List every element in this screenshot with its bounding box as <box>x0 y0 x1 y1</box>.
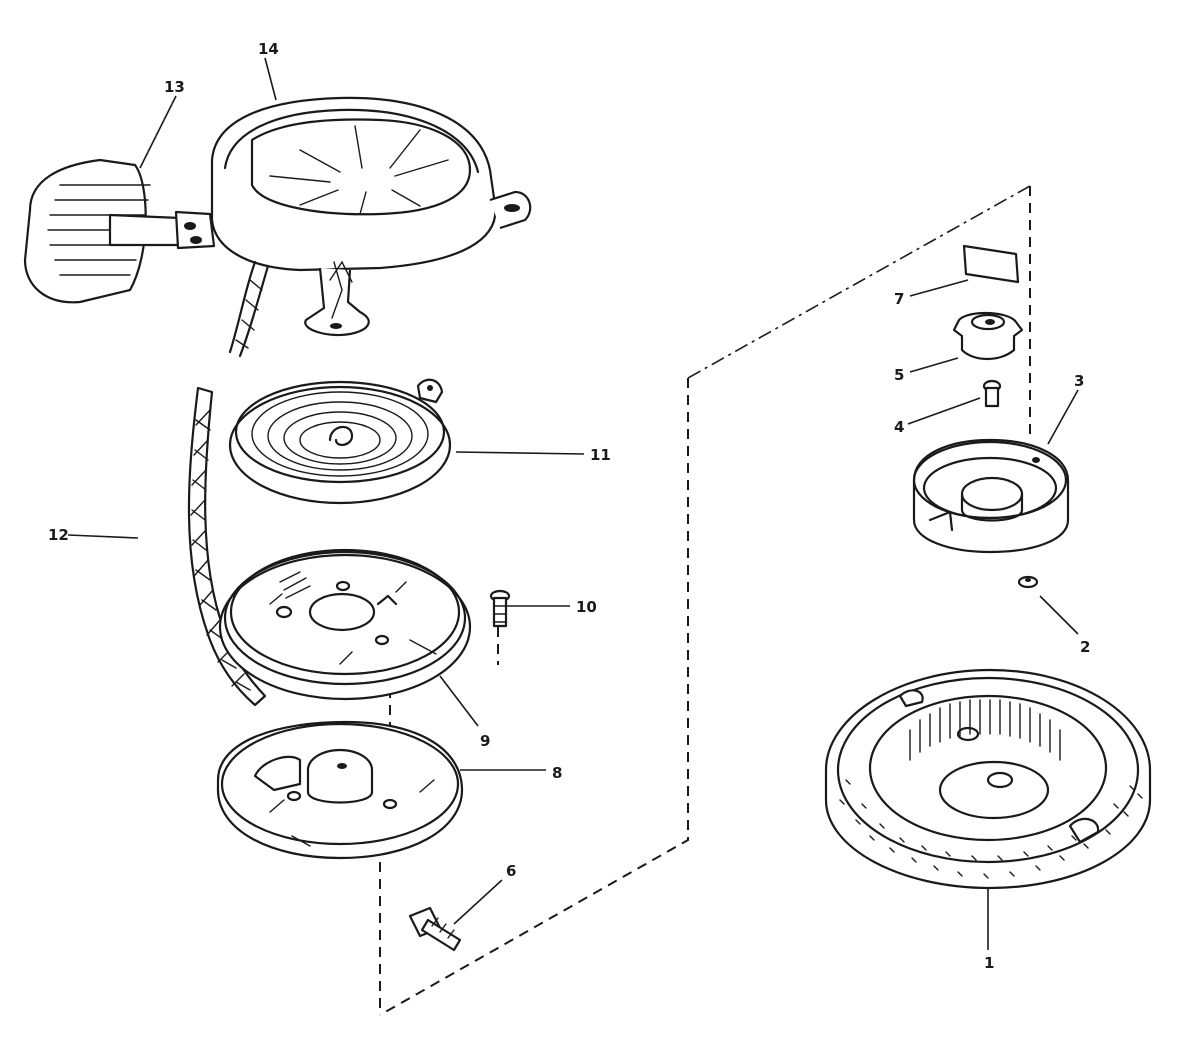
part-1-starter-cup <box>824 668 1152 890</box>
callout-9: 9 <box>480 732 490 750</box>
callout-2: 2 <box>1080 638 1090 656</box>
callout-5: 5 <box>894 366 904 384</box>
part-6-screw <box>408 906 462 952</box>
callout-1: 1 <box>984 954 994 972</box>
part-11-recoil-spring <box>228 378 452 505</box>
callout-11: 11 <box>590 446 611 464</box>
callout-12: 12 <box>48 526 69 544</box>
callout-labels: 14 13 7 5 3 4 11 12 10 2 9 8 6 1 <box>48 40 1090 972</box>
part-14-starter-housing <box>210 96 532 358</box>
callout-14: 14 <box>258 40 279 58</box>
part-13-starter-handle <box>23 158 216 304</box>
callout-8: 8 <box>552 764 562 782</box>
callout-10: 10 <box>576 598 597 616</box>
part-3-retainer-cup <box>912 438 1070 554</box>
part-4-screw <box>982 379 1002 408</box>
alignment-lines <box>379 185 1031 1016</box>
callout-13: 13 <box>164 78 185 96</box>
part-2-screw <box>1017 575 1039 589</box>
part-10-screw <box>489 589 511 628</box>
part-8-drive-plate <box>216 720 464 860</box>
part-12-starter-rope <box>187 386 267 707</box>
part-9-pulley-plate <box>218 548 472 701</box>
callout-4: 4 <box>894 418 904 436</box>
callout-6: 6 <box>506 862 516 880</box>
callout-3: 3 <box>1074 372 1084 390</box>
callout-7: 7 <box>894 290 904 308</box>
leader-lines <box>67 57 1079 950</box>
part-5-ratchet <box>952 312 1024 361</box>
part-7-spring <box>962 244 1020 284</box>
